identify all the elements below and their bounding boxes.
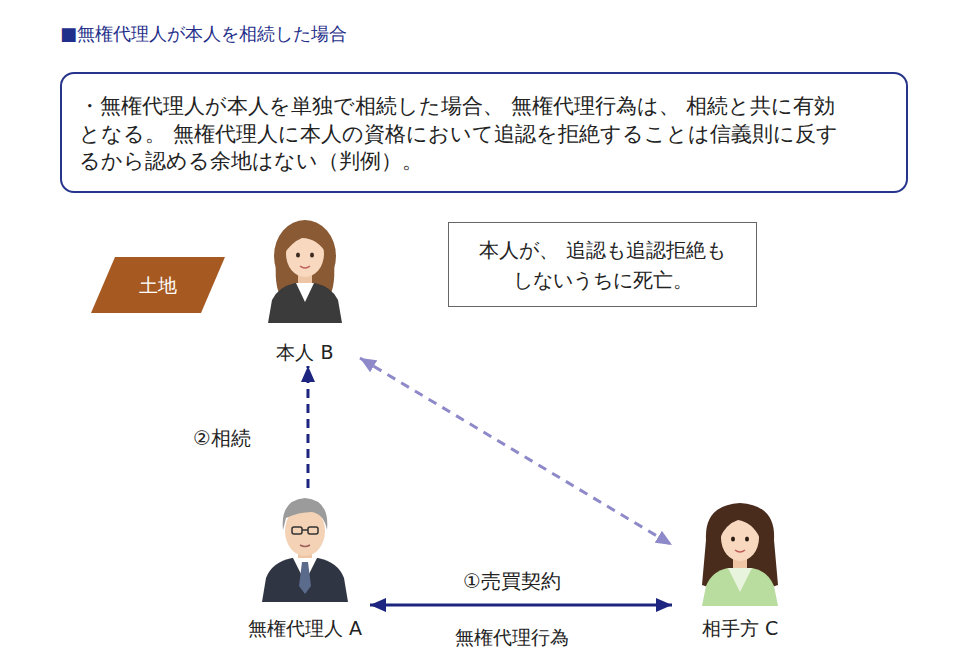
node-label: 本人 B (276, 340, 333, 364)
edge-label: ①売買契約 (463, 568, 561, 594)
edge-label: ②相続 (193, 425, 251, 451)
node-label: 相手方 C (702, 616, 778, 640)
person-node: 本人 B (250, 216, 360, 366)
node-label: ・無権代理人が本人を単独で相続した場合、 無権代理行為は、 相続と共に有効 とな… (79, 93, 862, 176)
contract-arrow (370, 604, 672, 607)
woman-figure-c (702, 503, 778, 606)
node-label: 無権代理人 A (248, 616, 362, 640)
note-box: ・無権代理人が本人を単独で相続した場合、 無権代理行為は、 相続と共に有効 とな… (60, 72, 908, 193)
node-label: 本人が、 追認も追認拒絶も しないうちに死亡。 (469, 235, 736, 295)
relation-arrow (360, 358, 672, 545)
relation-note: 無権代理行為 (455, 625, 569, 649)
condition-box: 本人が、 追認も追認拒絶も しないうちに死亡。 (448, 222, 757, 307)
man-figure-a (262, 498, 348, 602)
diagram-title: ■無権代理人が本人を相続した場合 (60, 22, 347, 46)
node-label: 土地 (139, 273, 177, 297)
land-parallelogram: 土地 (91, 257, 225, 313)
person-node: 相手方 C (672, 498, 808, 643)
inheritance-arrow (306, 366, 309, 488)
person-node: 無権代理人 A (240, 488, 370, 643)
woman-figure-b (268, 220, 342, 323)
